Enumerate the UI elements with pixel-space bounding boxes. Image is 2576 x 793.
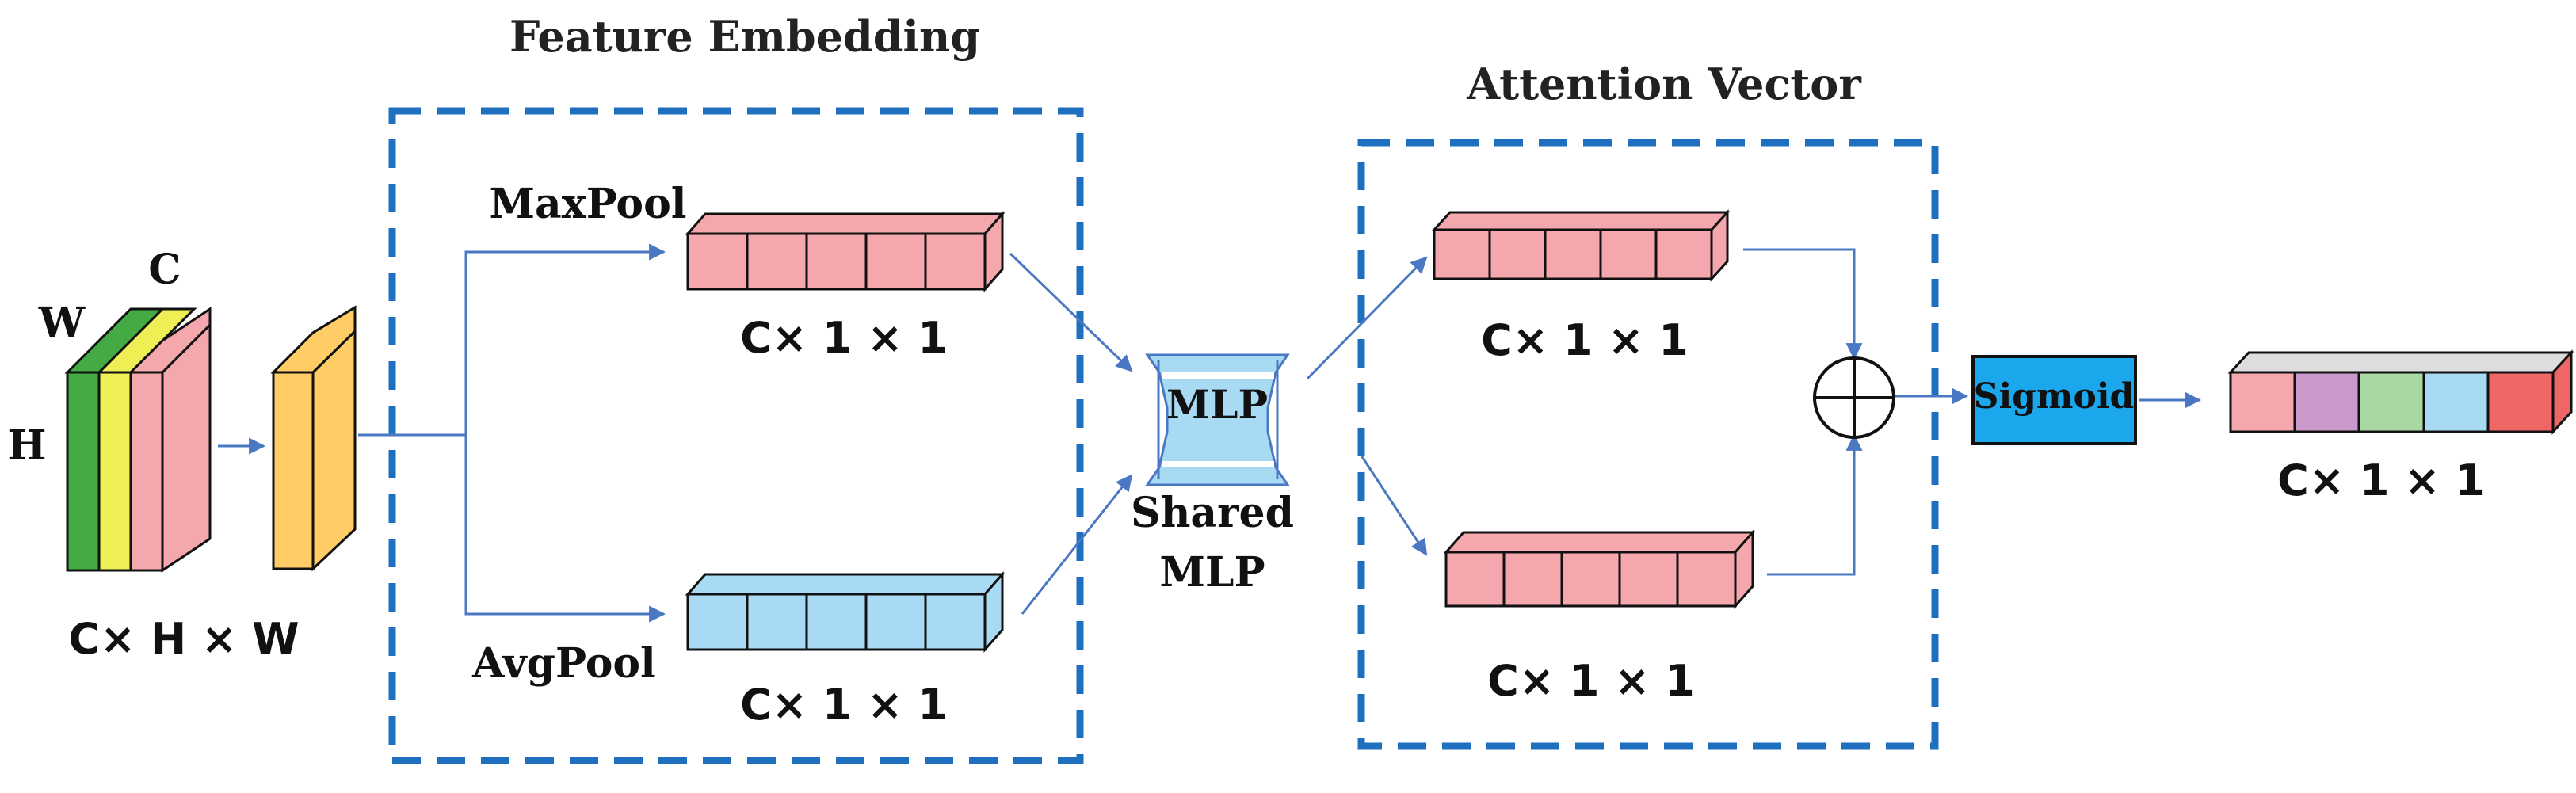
shared-mlp-line1: Shared (1131, 489, 1294, 537)
mlp-top-gap (1162, 372, 1274, 379)
maxpool-vector (685, 211, 1006, 292)
slab-top (270, 305, 357, 374)
connector-top-to-sum (1743, 248, 1863, 360)
avgpool-dims: C× 1 × 1 (740, 680, 948, 730)
arrow-mlp-to-bottom-attention (1360, 455, 1428, 556)
maxpool-cell (864, 232, 927, 291)
input-axis-h: H (7, 421, 46, 470)
attention-top-cell (1654, 228, 1713, 280)
output-attention-vector (2227, 349, 2574, 435)
elementwise-sum-node (1813, 356, 1895, 439)
connector-to-avgpool (464, 435, 666, 623)
maxpool-cell (805, 232, 868, 291)
input-slice-green-front (66, 371, 101, 572)
input-axis-w: W (38, 299, 86, 347)
maxpool-cell (924, 232, 987, 291)
shared-mlp-block (1145, 353, 1290, 486)
avgpool-cell (686, 593, 749, 651)
attention-vector-frame (1357, 139, 1939, 750)
avgpool-label: AvgPool (471, 639, 656, 688)
input-dims: C× H × W (68, 614, 299, 664)
output-vector-top (2227, 351, 2574, 374)
input-slice-yellow-front (97, 371, 132, 572)
input-slice-pink-top (128, 307, 212, 374)
output-dims: C× 1 × 1 (2277, 456, 2485, 505)
attention-vector-title: Attention Vector (1466, 59, 1861, 109)
mlp-bottom-gap (1162, 461, 1274, 467)
output-cell-pink (2229, 371, 2296, 433)
arrow-maxpool-to-mlp (1009, 252, 1133, 372)
maxpool-cell (686, 232, 749, 291)
intermediate-feature-slab (270, 305, 357, 572)
input-slice-pink-front (129, 371, 164, 572)
shared-mlp-line2: MLP (1159, 548, 1265, 597)
avgpool-vector-top (685, 573, 1006, 596)
arrow-mlp-to-top-attention (1306, 256, 1428, 380)
attention-bottom-cell (1618, 551, 1679, 608)
maxpool-cell (746, 232, 808, 291)
output-cell-red (2486, 371, 2555, 433)
maxpool-label: MaxPool (489, 180, 686, 228)
connector-bottom-to-sum (1767, 433, 1863, 576)
avgpool-cell (746, 593, 808, 651)
output-cell-blue (2422, 371, 2490, 433)
attention-bottom-cell (1502, 551, 1563, 608)
input-axis-c: C (148, 246, 181, 294)
arrow-avgpool-to-mlp (1021, 474, 1133, 615)
connector-to-maxpool (464, 243, 666, 435)
sigmoid-block (1971, 355, 2137, 445)
feature-embedding-title: Feature Embedding (509, 11, 980, 62)
attention-top-cell (1544, 228, 1602, 280)
attention-top-dims: C× 1 × 1 (1481, 315, 1689, 365)
sigmoid-label: Sigmoid (1974, 376, 2135, 417)
avgpool-cell (864, 593, 927, 651)
attention-bottom-cell (1676, 551, 1737, 608)
mlp-label: MLP (1166, 381, 1268, 428)
attention-bottom-vector-top (1443, 531, 1756, 554)
attention-bottom-cell (1560, 551, 1621, 608)
avgpool-cell (924, 593, 987, 651)
maxpool-vector-top (685, 212, 1006, 235)
attention-vector-top (1431, 209, 1731, 282)
input-feature-map (64, 307, 212, 573)
avgpool-cell (805, 593, 868, 651)
attention-bottom-dims: C× 1 × 1 (1487, 656, 1695, 706)
output-cell-green (2357, 371, 2425, 433)
attention-vector-bottom (1443, 529, 1756, 609)
attention-top-cell (1488, 228, 1547, 280)
attention-bottom-cell (1444, 551, 1506, 608)
attention-top-vector-top (1431, 211, 1731, 231)
slab-front (272, 371, 315, 570)
attention-top-cell (1433, 228, 1491, 280)
mlp-shape (1145, 353, 1290, 486)
avgpool-vector (685, 571, 1006, 653)
attention-top-cell (1599, 228, 1658, 280)
output-cell-purple (2293, 371, 2360, 433)
maxpool-dims: C× 1 × 1 (740, 313, 948, 363)
